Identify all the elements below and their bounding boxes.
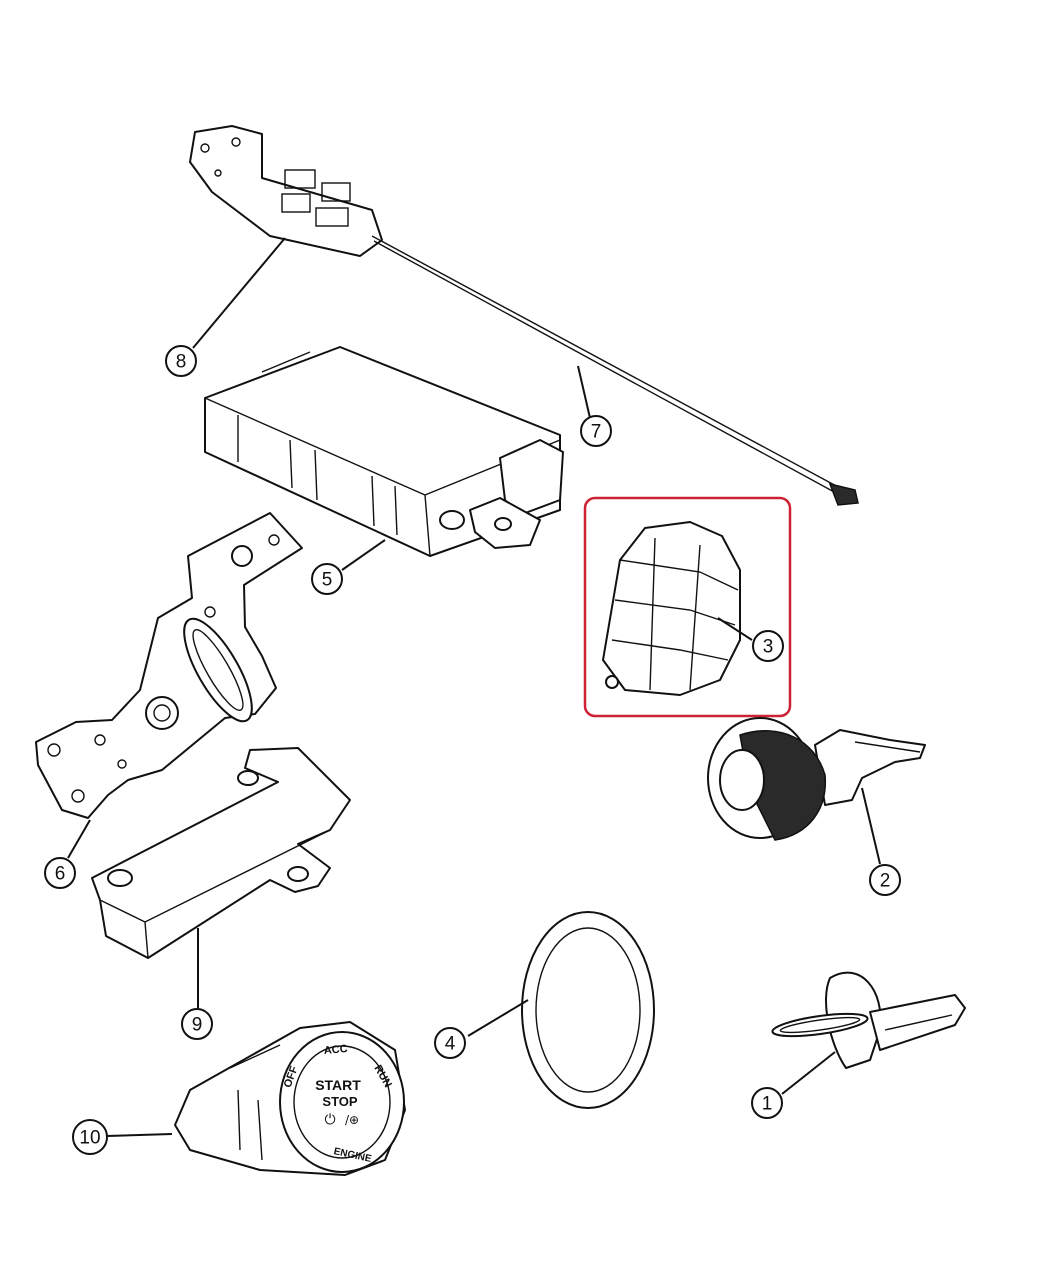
callout-9-label: 9 [192,1015,203,1036]
part-10-ignition-switch: ACC RUN OFF START STOP ⏻ /⊕ ENGINE [174,1021,406,1176]
part-9-antenna-module [91,747,351,959]
callout-7: 7 [580,415,612,447]
callout-4-label: 4 [445,1034,456,1055]
part-2-key-head [707,717,926,841]
power-icon: ⏻ [324,1112,335,1128]
part-5-control-module [204,346,564,557]
callout-2-label: 2 [880,871,891,892]
part-3-highlight-box [583,496,792,718]
callout-1: 1 [751,1087,783,1119]
callout-8-label: 8 [176,352,187,373]
callout-1-label: 1 [762,1094,773,1115]
part-6-mounting-bracket [35,512,303,819]
part-1-emergency-key [771,971,966,1069]
leader-line-1 [781,1051,836,1095]
callout-8: 8 [165,345,197,377]
callout-10-label: 10 [79,1128,100,1149]
leader-lines [67,237,881,1137]
callout-4: 4 [434,1027,466,1059]
part-3-key-fob [602,521,741,696]
callout-10: 10 [72,1119,108,1155]
callout-7-label: 7 [591,422,602,443]
start-button-stop-label: STOP [322,1094,357,1109]
leader-line-3 [717,617,753,641]
leader-line-2 [861,787,881,865]
leader-line-8 [192,237,286,349]
part-4-gasket-ring [521,911,655,1109]
leader-line-4 [467,999,529,1037]
start-button-start-label: START [315,1077,361,1093]
callout-6-label: 6 [55,864,66,885]
start-button-acc-label: ACC [323,1043,348,1057]
callout-5-label: 5 [322,570,333,591]
leader-line-7 [577,365,591,419]
part-7-antenna-cable [371,235,859,506]
callout-3-label: 3 [763,637,774,658]
callout-9: 9 [181,1008,213,1040]
foot-brake-icon: /⊕ [345,1113,359,1127]
leader-line-10 [106,1133,173,1137]
callout-5: 5 [311,563,343,595]
leader-line-5 [341,539,386,571]
callout-6: 6 [44,857,76,889]
callout-3: 3 [752,630,784,662]
callout-2: 2 [869,864,901,896]
leader-line-6 [67,819,91,859]
part-8-antenna-bracket [189,125,383,257]
